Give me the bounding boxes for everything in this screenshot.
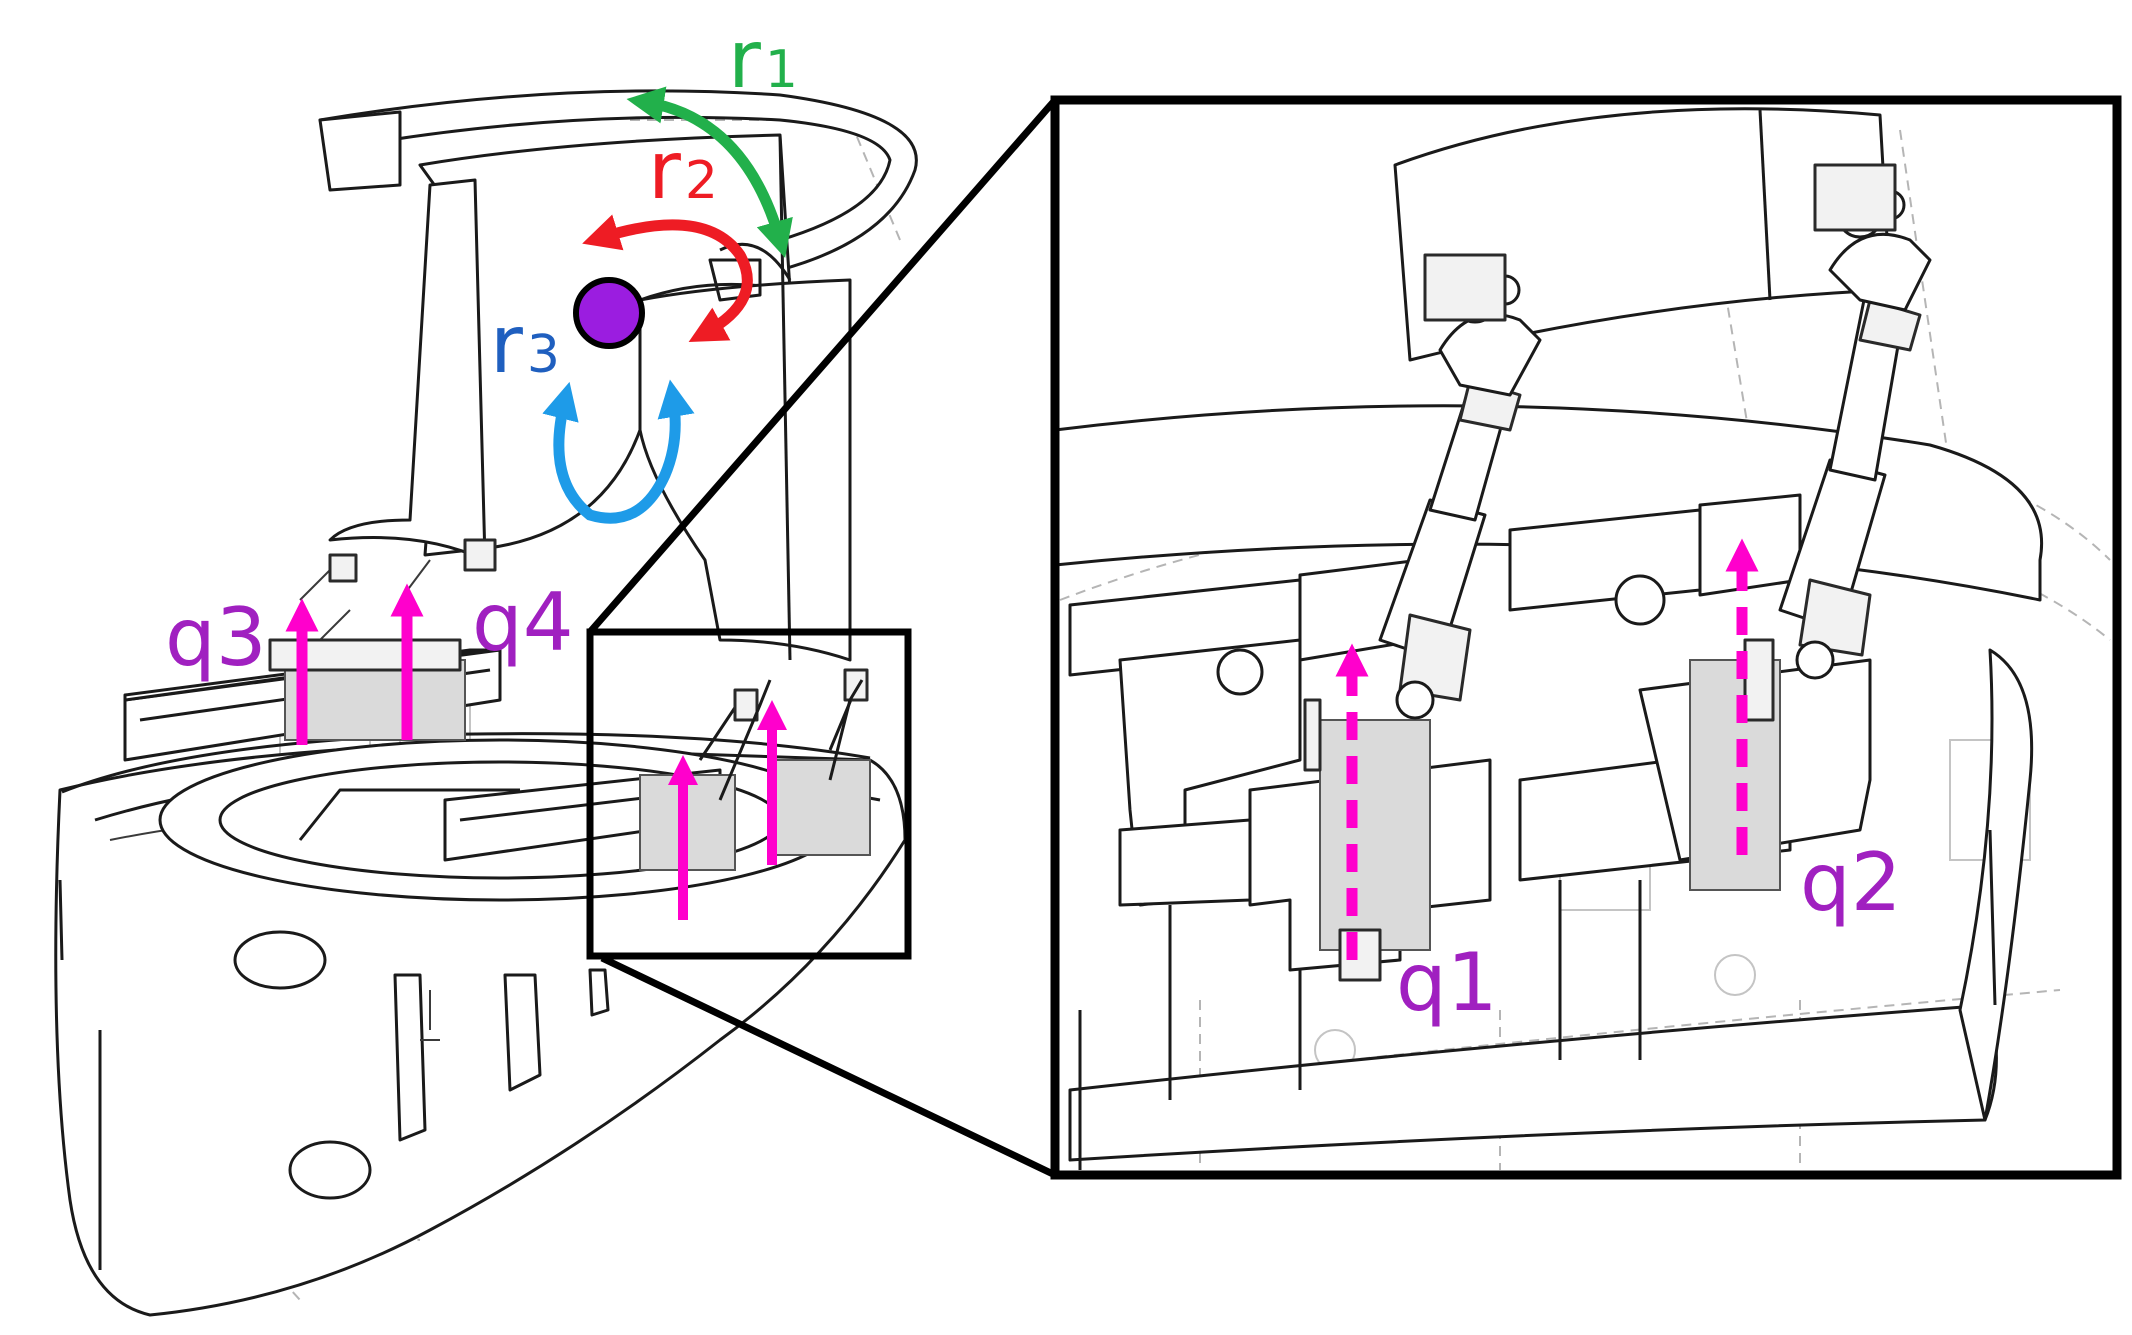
label-q2: q2 (1800, 836, 1902, 929)
cuff-front-plate (328, 178, 487, 562)
cuff-tab-left (318, 110, 402, 192)
actuator-assembly-q1 (1068, 253, 1542, 982)
r1-arrow-icon (626, 86, 793, 258)
label-r1: r1 (728, 13, 798, 106)
base-slot-3 (588, 968, 610, 1017)
zoom-region-box (586, 628, 912, 960)
upper-cuff (318, 89, 918, 662)
device-overview (54, 89, 918, 1317)
base-opening-1 (233, 930, 327, 990)
zoom-leader-top (587, 97, 1058, 635)
label-q3: q3 (165, 591, 267, 684)
label-r3: r3 (490, 298, 560, 391)
translation-annotations: q3 q4 q1 q2 (165, 538, 1902, 1029)
r2-arrow-icon (582, 214, 753, 343)
inset-base-side (1958, 648, 2034, 1122)
zoom-leader-bottom (600, 954, 1057, 1179)
overview-mechanism (639, 668, 871, 871)
inset-base-band (1068, 1003, 1998, 1162)
zoom-inset (1050, 95, 2122, 1180)
base-slot-1 (393, 973, 427, 1142)
actuator-assembly-q2 (1508, 163, 1932, 891)
base-slot-2 (503, 973, 542, 1092)
rotation-annotations: r1 r2 r3 (490, 13, 798, 524)
label-q4: q4 (472, 576, 574, 669)
base-opening-2 (288, 1140, 372, 1200)
label-r2: r2 (648, 124, 718, 217)
r3-arrow-icon (542, 379, 695, 524)
rotation-center-dot-icon (573, 277, 645, 349)
label-q1: q1 (1396, 936, 1498, 1029)
zoom-inset-frame (1050, 95, 2122, 1180)
